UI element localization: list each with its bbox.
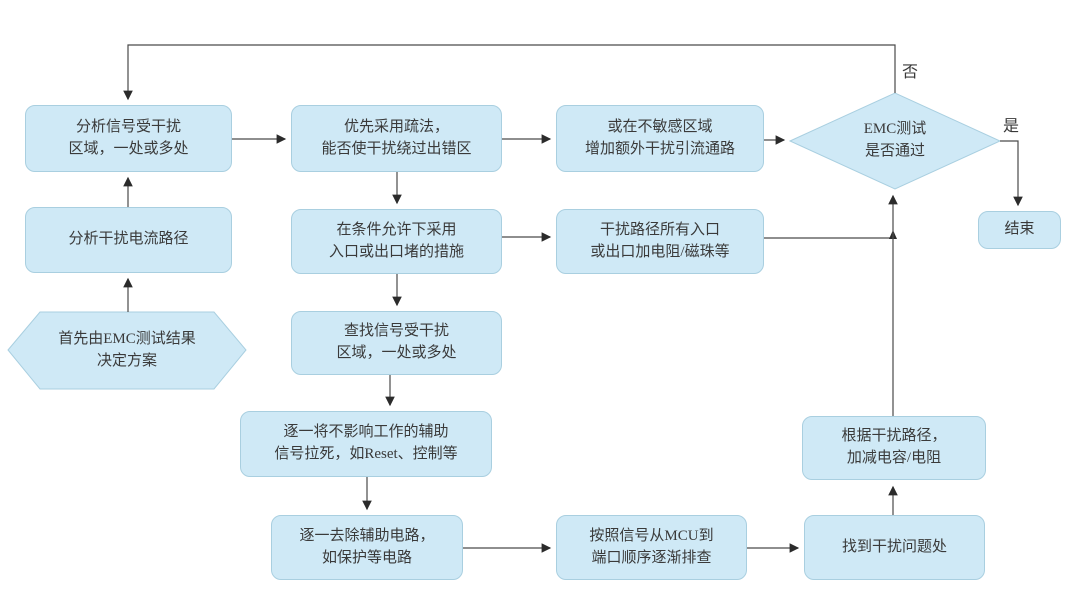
node-analyze-path: 分析干扰电流路径	[25, 207, 232, 273]
node-pull-dead: 逐一将不影响工作的辅助 信号拉死，如Reset、控制等	[240, 411, 492, 477]
node-label: 能否使干扰绕过出错区	[321, 140, 472, 157]
node-label: 区域，一处或多处	[336, 345, 457, 361]
node-emc-plan-hexagon: 首先由EMC测试结果 决定方案	[8, 312, 246, 389]
node-emc-test-diamond: EMC测试 是否通过	[820, 102, 970, 180]
node-label: 结束	[1004, 221, 1035, 238]
node-label: 区域，一处或多处	[68, 140, 189, 157]
node-label: 或出口加电阻/磁珠等	[590, 243, 730, 260]
node-label: 增加额外干扰引流通路	[584, 140, 735, 157]
node-block: 在条件允许下采用 入口或出口堵的措施	[291, 209, 502, 274]
node-label: 干扰路径所有入口	[599, 221, 720, 238]
node-label: 根据干扰路径，	[841, 428, 947, 445]
node-label: 加减电容/电阻	[846, 450, 942, 466]
arrow-no-feedback	[123, 44, 896, 101]
node-label: 端口顺序逐渐排查	[591, 549, 712, 566]
node-label: 是否通过	[864, 143, 925, 159]
node-label: 或在不敏感区域	[607, 118, 713, 135]
node-label: 决定方案	[96, 352, 157, 369]
node-label: 逐一去除辅助电路，	[299, 527, 435, 544]
node-label: 分析干扰电流路径	[68, 231, 189, 248]
edge-label-yes: 是	[1003, 118, 1020, 135]
node-adjust-rc: 根据干扰路径， 加减电容/电阻	[802, 416, 986, 480]
node-add-resistor-bead: 干扰路径所有入口 或出口加电阻/磁珠等	[556, 209, 764, 274]
node-label: 如保护等电路	[321, 549, 412, 566]
node-label: 信号拉死，如Reset、控制等	[274, 446, 458, 462]
node-label: 按照信号从MCU到	[589, 527, 714, 544]
node-label: 入口或出口堵的措施	[328, 243, 464, 260]
node-label: 优先采用疏法，	[343, 118, 449, 135]
node-check-order: 按照信号从MCU到 端口顺序逐渐排查	[556, 515, 747, 580]
node-dredge: 优先采用疏法， 能否使干扰绕过出错区	[291, 105, 502, 172]
edge-label-no: 否	[902, 64, 919, 81]
node-remove-aux: 逐一去除辅助电路， 如保护等电路	[271, 515, 463, 580]
hexagon-shape	[7, 311, 247, 390]
node-find-area: 查找信号受干扰 区域，一处或多处	[291, 311, 502, 375]
node-label: 首先由EMC测试结果	[58, 330, 196, 347]
node-label: EMC测试	[863, 121, 927, 138]
node-label: 分析信号受干扰	[75, 118, 181, 135]
node-label: 在条件允许下采用	[336, 221, 457, 238]
node-found-problem: 找到干扰问题处	[804, 515, 985, 580]
node-analyze-signal: 分析信号受干扰 区域，一处或多处	[25, 105, 232, 172]
node-label: 查找信号受干扰	[343, 323, 449, 340]
node-divert: 或在不敏感区域 增加额外干扰引流通路	[556, 105, 764, 172]
node-end: 结束	[978, 211, 1061, 249]
node-label: 找到干扰问题处	[841, 538, 947, 555]
arrow-yes-to-end	[1000, 140, 1023, 207]
node-label: 逐一将不影响工作的辅助	[283, 424, 449, 441]
